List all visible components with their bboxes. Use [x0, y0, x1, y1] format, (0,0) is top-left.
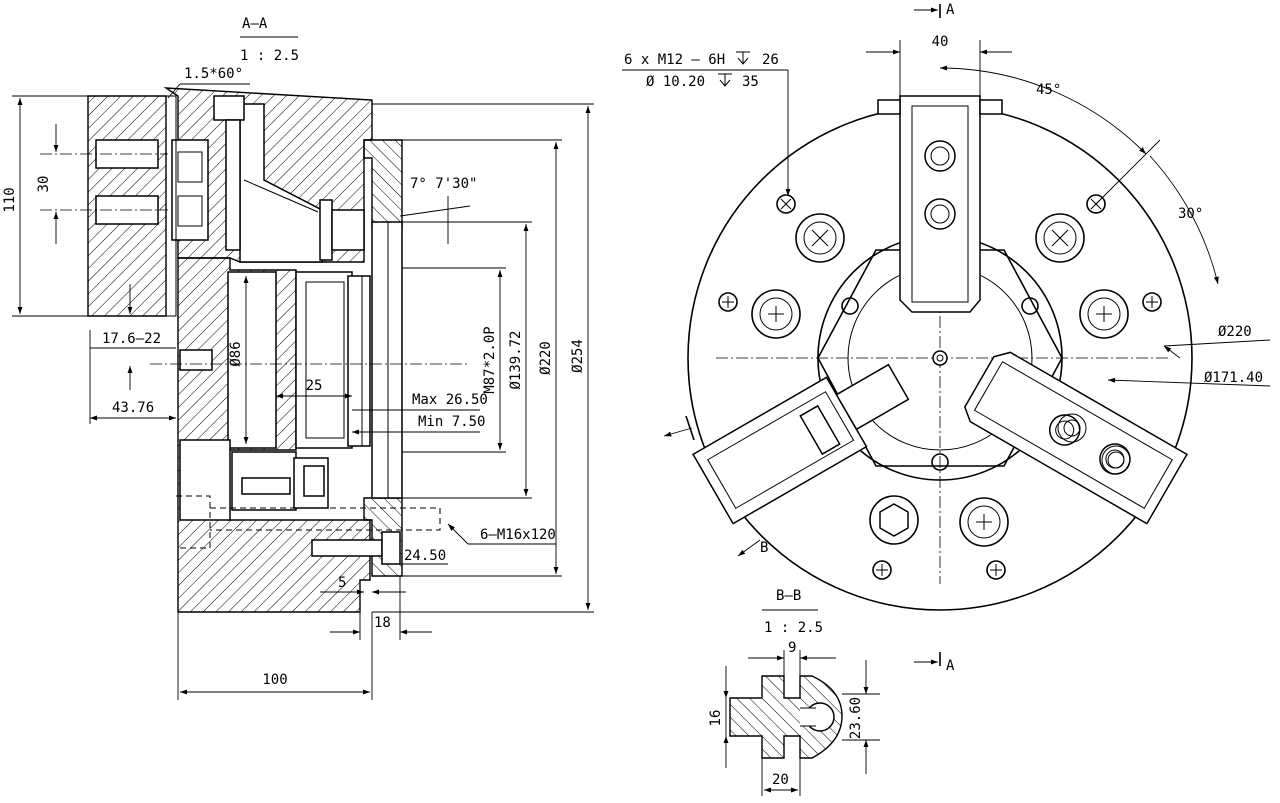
holes-callout-depth1: 26 — [762, 52, 779, 68]
dim-40: 40 — [932, 34, 949, 50]
front-plate — [363, 139, 403, 229]
dim-thread: M87*2.0P — [482, 326, 498, 393]
dim-45deg: 45° — [1036, 82, 1061, 98]
tapped-holes — [718, 194, 1162, 580]
bb-part — [729, 675, 843, 759]
dim-24-50: 24.50 — [404, 548, 446, 564]
dim-bb-20: 20 — [772, 772, 789, 788]
dim-30deg: 30° — [1178, 206, 1203, 222]
dim-angle: 7° 7'30" — [410, 176, 477, 192]
section-bb-view: B–B 1 : 2.5 9 16 23.60 20 — [708, 588, 880, 796]
dim-d254: Ø254 — [570, 339, 586, 373]
holes-callout-line2: Ø 10.20 — [646, 74, 705, 90]
dim-5: 5 — [338, 575, 346, 591]
dim-100: 100 — [262, 672, 287, 688]
dim-17-6-22: 17.6–22 — [102, 331, 161, 347]
dim-bb-16: 16 — [708, 710, 724, 727]
dim-25: 25 — [306, 378, 323, 394]
dim-30: 30 — [36, 176, 52, 193]
dim-d220: Ø220 — [538, 341, 554, 375]
dim-d86: Ø86 — [228, 341, 244, 366]
counterbore-holes — [751, 213, 1131, 547]
section-marker-a-bottom: A — [946, 658, 955, 674]
section-aa-view: A–A 1 : 2.5 — [2, 16, 594, 700]
dim-bb-23-60: 23.60 — [848, 697, 864, 739]
section-marker-b: B — [760, 540, 768, 556]
section-bb-scale: 1 : 2.5 — [764, 620, 823, 636]
section-marker-a-top: A — [946, 2, 955, 18]
dim-110: 110 — [2, 187, 18, 212]
dim-bb-9: 9 — [788, 640, 796, 656]
section-bb-title: B–B — [776, 588, 801, 604]
holes-callout-line1: 6 x M12 – 6H — [624, 52, 725, 68]
dim-front-d220: Ø220 — [1218, 324, 1252, 340]
holes-callout-depth2: 35 — [742, 74, 759, 90]
section-aa-title: A–A — [242, 16, 268, 32]
draw-tube — [295, 271, 353, 449]
dim-d139: Ø139.72 — [508, 330, 524, 389]
section-aa-scale: 1 : 2.5 — [240, 48, 299, 64]
dim-max: Max 26.50 — [412, 392, 488, 408]
dim-18: 18 — [374, 615, 391, 631]
dim-chamfer: 1.5*60° — [184, 66, 243, 82]
dim-min: Min 7.50 — [418, 414, 485, 430]
front-view: A A — [622, 2, 1271, 674]
dim-43-76: 43.76 — [112, 400, 154, 416]
dim-bolt: 6–M16x120 — [480, 527, 556, 543]
dim-front-d171: Ø171.40 — [1204, 370, 1263, 386]
